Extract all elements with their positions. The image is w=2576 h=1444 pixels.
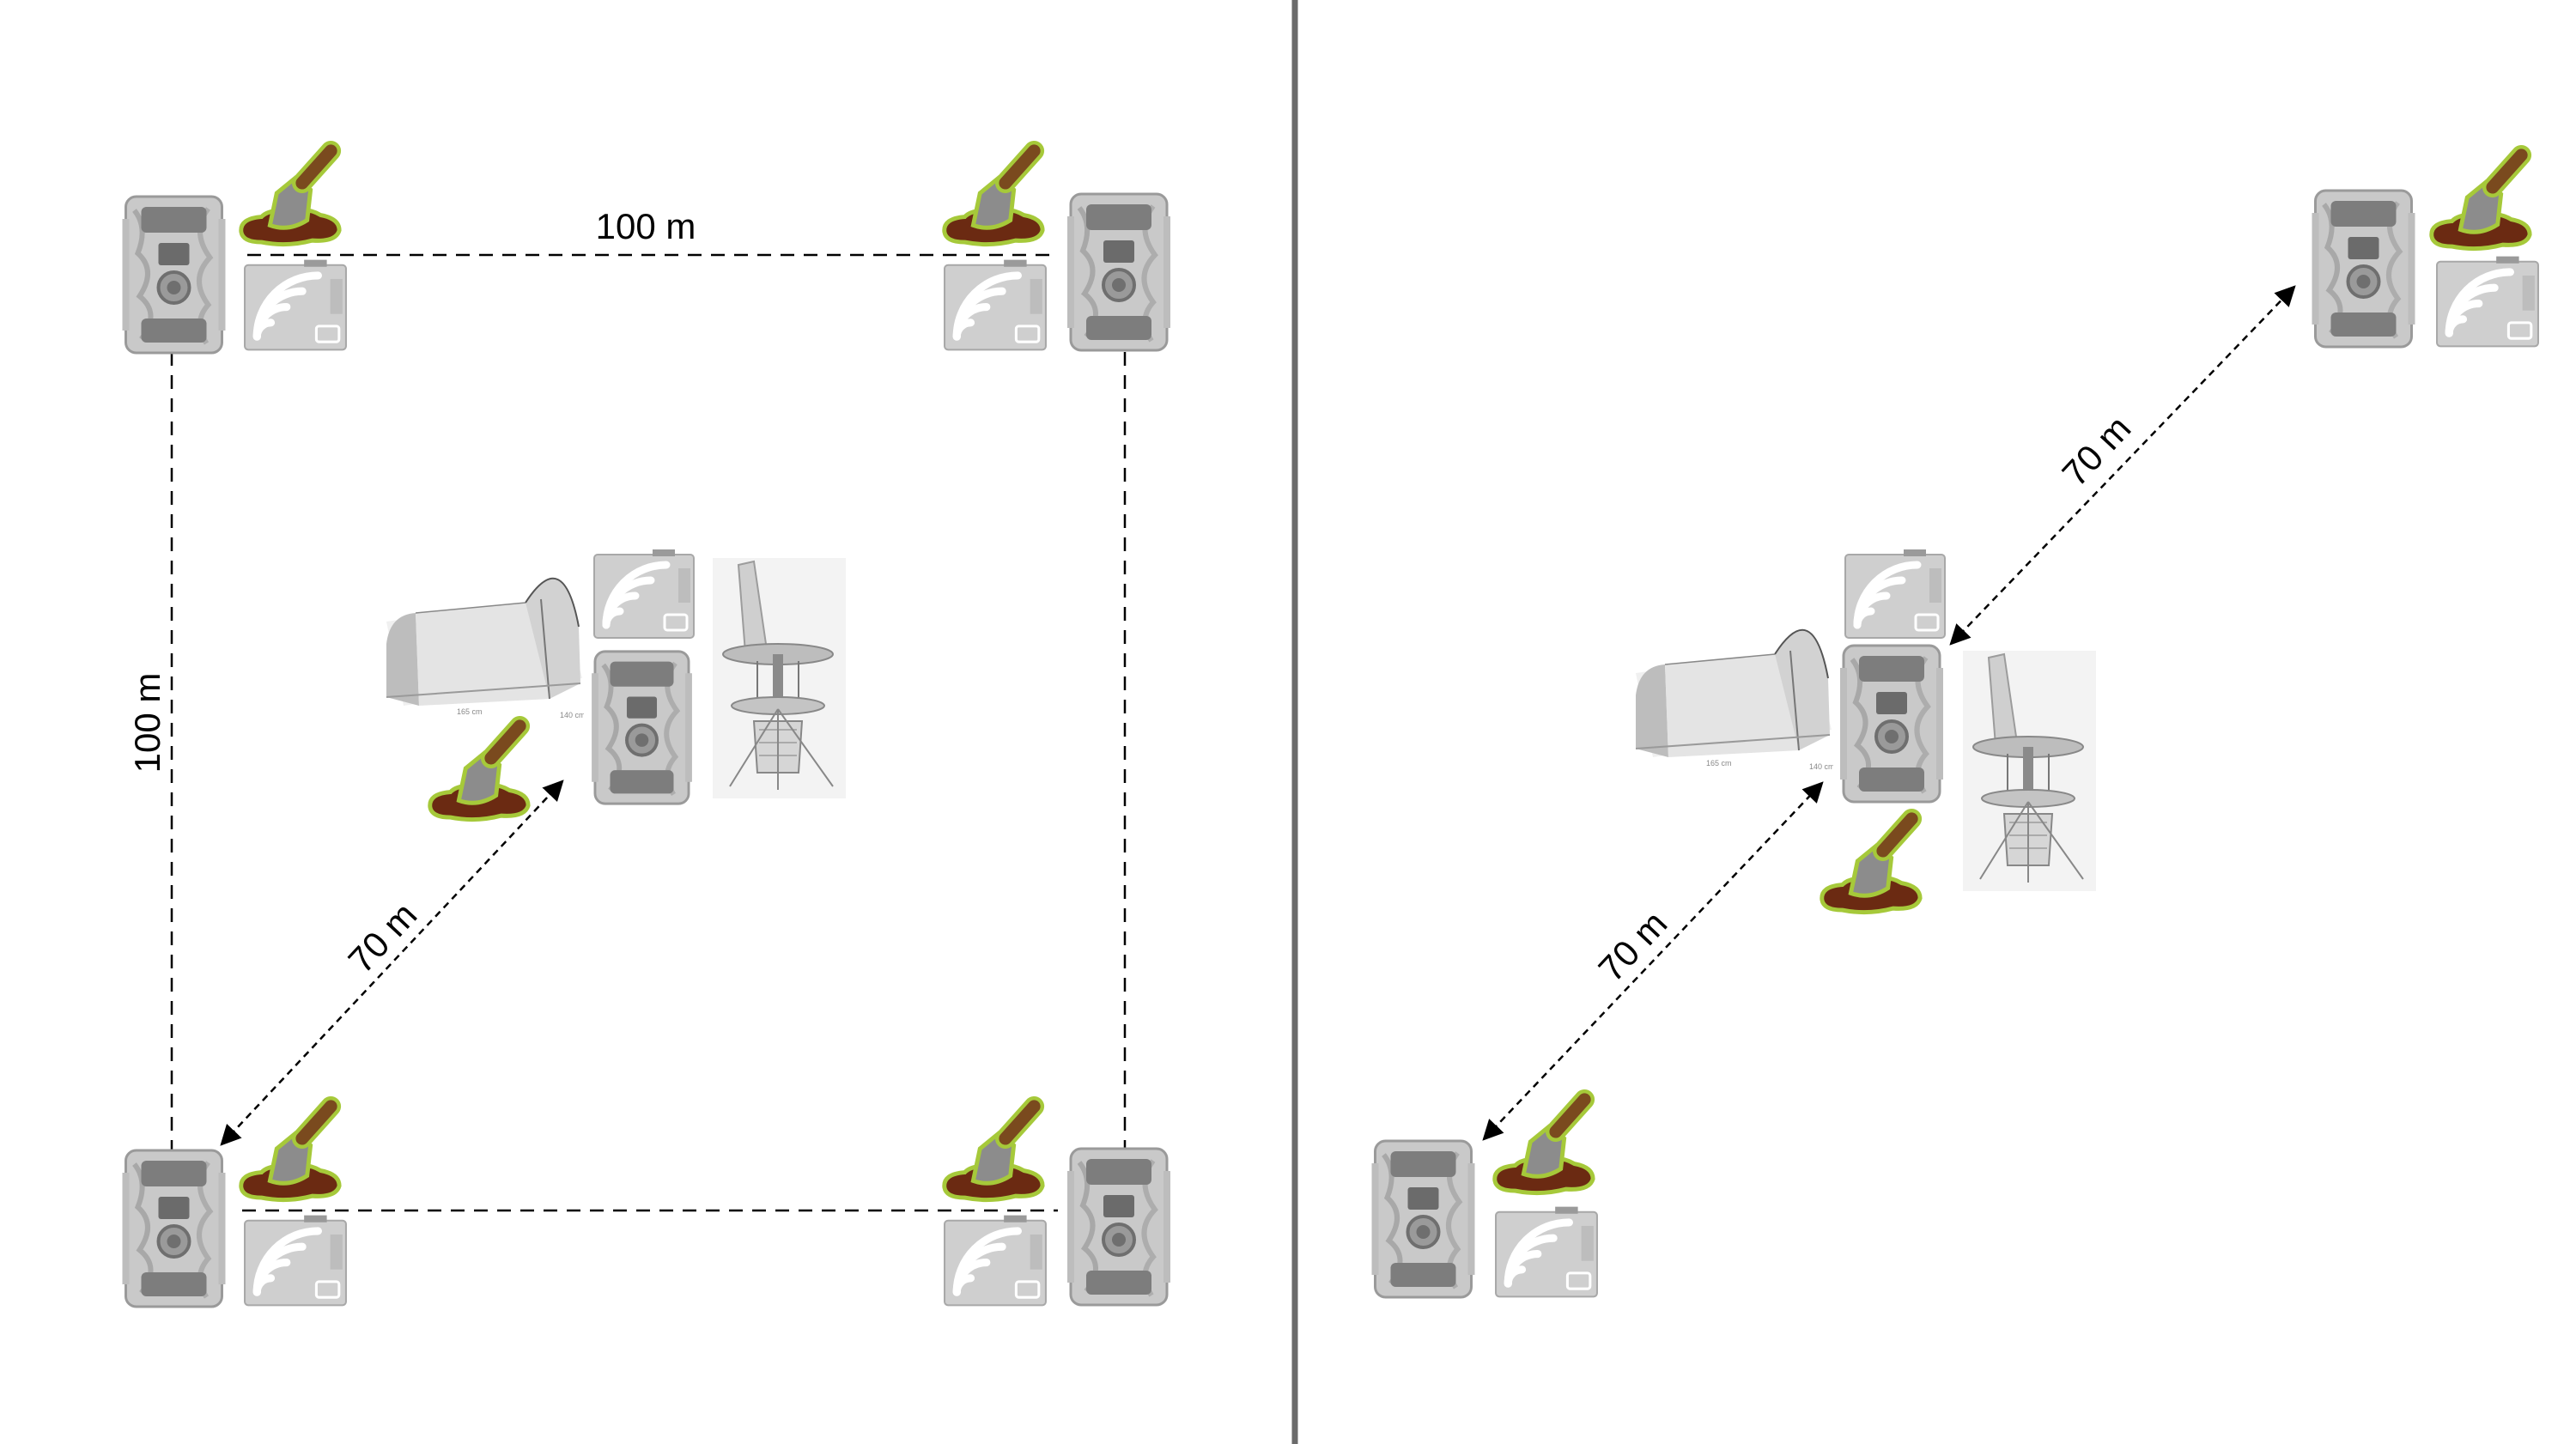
- station-center: [1635, 549, 2096, 913]
- trail-camera-icon: [2312, 191, 2415, 347]
- soil-sampling-icon: [1822, 819, 1920, 913]
- soil-sampling-icon: [241, 151, 339, 245]
- diagonal-distance-label: 70 m: [340, 895, 424, 980]
- soil-sampling-icon: [241, 1107, 339, 1200]
- soil-sampling-icon: [430, 726, 528, 820]
- acoustic-recorder-icon: [245, 1216, 346, 1306]
- soil-sampling-icon: [945, 151, 1042, 245]
- trail-camera-icon: [592, 652, 692, 804]
- station-end-bottom-left: [1372, 1100, 1597, 1297]
- diagonal-arrow: [220, 780, 564, 1146]
- malaise-trap-icon: [1635, 628, 1833, 772]
- soil-sampling-icon: [945, 1107, 1042, 1200]
- light-trap-icon: [1963, 651, 2096, 891]
- grid-layout-panel: 100 m 100 m 70 m: [123, 151, 1171, 1307]
- trail-camera-icon: [1067, 194, 1170, 350]
- trail-camera-icon: [123, 1150, 226, 1307]
- acoustic-recorder-icon: [1496, 1207, 1597, 1297]
- lower-diagonal-distance-label: 70 m: [1590, 903, 1674, 989]
- upper-diagonal-arrow: [1949, 285, 2296, 646]
- trail-camera-icon: [1372, 1141, 1475, 1297]
- trail-camera-icon: [1840, 646, 1943, 802]
- station-center: [386, 549, 846, 820]
- light-trap-icon: [713, 558, 846, 798]
- acoustic-recorder-icon: [594, 549, 694, 638]
- station-corner-bottom-left: [123, 1107, 346, 1307]
- acoustic-recorder-icon: [945, 1216, 1046, 1306]
- malaise-trap-icon: [386, 577, 584, 720]
- station-corner-bottom-right: [945, 1107, 1170, 1306]
- side-length-label: 100 m: [596, 206, 696, 246]
- upper-diagonal-distance-label: 70 m: [2054, 408, 2138, 494]
- lower-diagonal-arrow: [1482, 781, 1824, 1141]
- acoustic-recorder-icon: [245, 260, 346, 350]
- soil-sampling-icon: [2432, 155, 2530, 249]
- station-corner-top-left: [123, 151, 346, 353]
- trail-camera-icon: [1067, 1149, 1170, 1305]
- side-length-label-vertical: 100 m: [127, 673, 167, 774]
- transect-layout-panel: 70 m 70 m: [1372, 155, 2538, 1297]
- acoustic-recorder-icon: [1845, 549, 1945, 638]
- acoustic-recorder-icon: [945, 260, 1046, 350]
- acoustic-recorder-icon: [2437, 257, 2538, 347]
- station-corner-top-right: [945, 151, 1170, 350]
- trail-camera-icon: [123, 197, 226, 353]
- station-end-top-right: [2312, 155, 2538, 347]
